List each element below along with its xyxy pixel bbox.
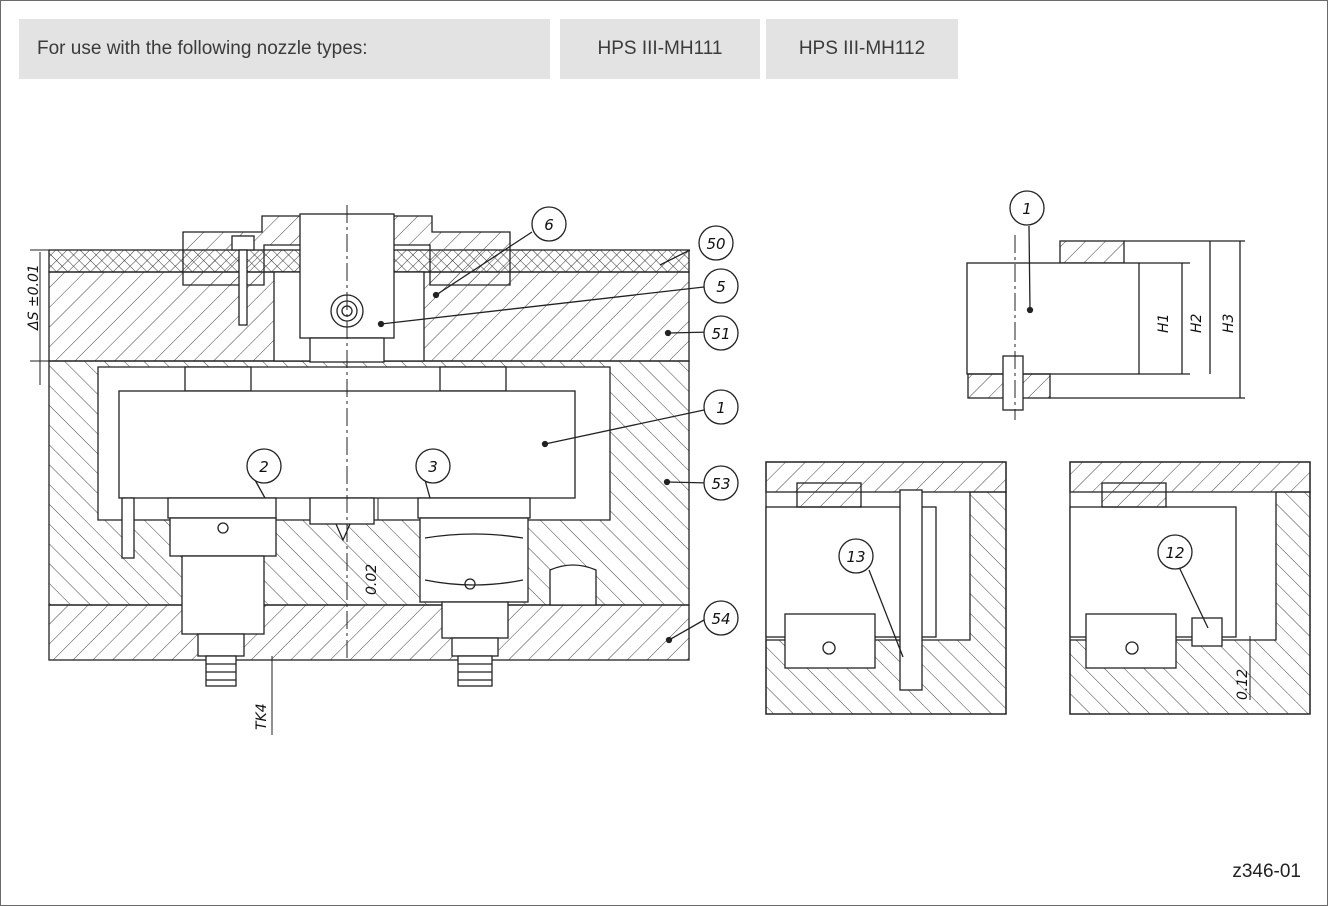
dim-gap-002: 0.02 <box>364 564 380 595</box>
manifold-height-detail <box>966 235 1245 420</box>
callout-5 <box>703 268 739 304</box>
nozzle-3 <box>417 497 531 687</box>
callout-13-text: 13 <box>846 548 865 566</box>
callout-2 <box>246 448 282 484</box>
callout-53 <box>703 465 739 501</box>
callouts <box>246 190 1209 658</box>
nozzle-types-label: For use with the following nozzle types: <box>19 19 550 79</box>
nozzle-2 <box>167 497 277 687</box>
main-section-view <box>48 205 690 687</box>
callout-1-main-text: 1 <box>716 399 726 417</box>
callout-13 <box>838 538 874 574</box>
dim-delta-s: ΔS ±0.01 <box>26 264 42 331</box>
callout-53-text: 53 <box>711 475 730 493</box>
dim-h3: H3 <box>1221 314 1237 333</box>
drawing-code: z346-01 <box>1232 861 1301 882</box>
callout-12 <box>1157 534 1193 570</box>
callout-50-text: 50 <box>706 235 725 253</box>
callout-12-text: 12 <box>1165 544 1184 562</box>
callout-3 <box>415 448 451 484</box>
callout-1-main <box>703 389 739 425</box>
detail-view-13 <box>765 461 1007 715</box>
plate-54 <box>48 604 690 661</box>
callout-2-text: 2 <box>259 458 269 476</box>
callout-5-text: 5 <box>716 278 726 296</box>
callout-51 <box>703 315 739 351</box>
callout-54 <box>703 600 739 636</box>
callout-50 <box>698 225 734 261</box>
callout-54-text: 54 <box>711 610 730 628</box>
dim-h2: H2 <box>1189 313 1205 333</box>
dim-h1: H1 <box>1156 314 1172 333</box>
centering-ring-6 <box>182 215 511 286</box>
callout-6-text: 6 <box>544 216 554 234</box>
nozzle-type-2: HPS III-MH112 <box>766 19 958 79</box>
nozzle-type-1: HPS III-MH111 <box>560 19 760 79</box>
callout-51-text: 51 <box>711 325 730 343</box>
callout-3-text: 3 <box>428 458 438 476</box>
callout-1-detail-text: 1 <box>1022 200 1032 218</box>
callout-6 <box>531 206 567 242</box>
dim-tk4: TK4 <box>254 703 270 730</box>
callout-1-detail <box>1009 190 1045 226</box>
main-view-dimensions <box>30 249 379 735</box>
detail-view-12 <box>1069 461 1311 715</box>
dim-gap-012: 0.12 <box>1235 669 1251 700</box>
